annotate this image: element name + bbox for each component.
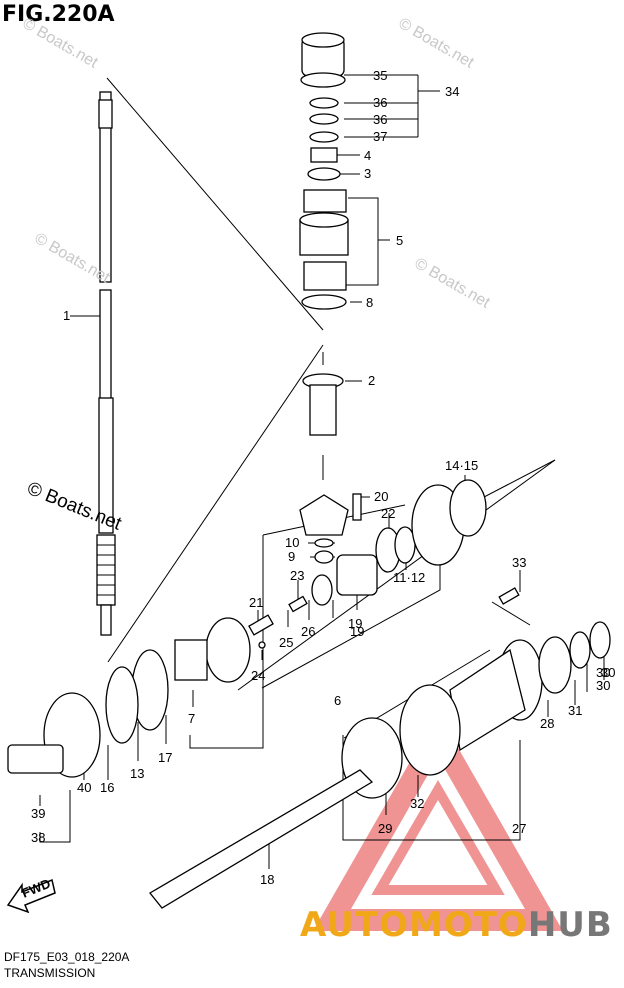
part-label: 36 (373, 95, 387, 110)
part-label: 28 (540, 716, 554, 731)
guide-lines (39, 74, 605, 869)
part-labels: 1 2 3 4 5 6 7 8 9 10 11·12 13 14·15 16 1… (31, 68, 615, 887)
diagram-code: DF175_E03_018_220A (4, 950, 130, 964)
part-label: 35 (373, 68, 387, 83)
part-label: 37 (373, 129, 387, 144)
gear-cluster (174, 479, 487, 683)
part-label: 5 (396, 233, 403, 248)
fwd-arrow-icon: FWD (6, 876, 56, 914)
part-label: 36 (373, 112, 387, 127)
part-label: 27 (512, 821, 526, 836)
part-label: 22 (381, 506, 395, 521)
part-label: 30 (596, 665, 610, 680)
part-label: 2 (368, 373, 375, 388)
part-label: 21 (249, 595, 263, 610)
part-label: 33 (512, 555, 526, 570)
part-label: 23 (290, 568, 304, 583)
part-label: 7 (188, 711, 195, 726)
part-label: 3 (364, 166, 371, 181)
part-label: 19 (350, 624, 364, 639)
lower-assembly (7, 587, 611, 909)
part-label: 24 (251, 668, 265, 683)
part-label: 26 (301, 624, 315, 639)
part-label: 16 (100, 780, 114, 795)
part-label: 4 (364, 148, 371, 163)
figure-title: FIG.220A (2, 2, 115, 27)
part-label: 31 (568, 703, 582, 718)
part-label: 1 (63, 308, 70, 323)
part-label: 14·15 (445, 458, 478, 473)
part-label: 9 (288, 549, 295, 564)
part-label: 32 (410, 796, 424, 811)
part-label: 29 (378, 821, 392, 836)
part-label: 20 (374, 489, 388, 504)
part-label: 19 (348, 616, 362, 631)
part-label: 11·12 (393, 570, 425, 585)
upper-bearing-stack (299, 32, 349, 436)
part-label: 30 (596, 678, 610, 693)
automotohub-logo: AUTOMOTOHUB (300, 905, 613, 945)
part-label: 6 (334, 693, 341, 708)
diagram-name: TRANSMISSION (4, 966, 96, 980)
part-label: 25 (279, 635, 293, 650)
part-label: 18 (260, 872, 274, 887)
part-label: 38 (31, 830, 45, 845)
part-label: 30 (601, 665, 615, 680)
part-label: 17 (158, 750, 172, 765)
part-label: 13 (130, 766, 144, 781)
part-label: 34 (445, 84, 459, 99)
part-label: 39 (31, 806, 45, 821)
part-label: 8 (366, 295, 373, 310)
part-label: 10 (285, 535, 299, 550)
part-label: 40 (77, 780, 91, 795)
drive-shaft (96, 91, 116, 636)
